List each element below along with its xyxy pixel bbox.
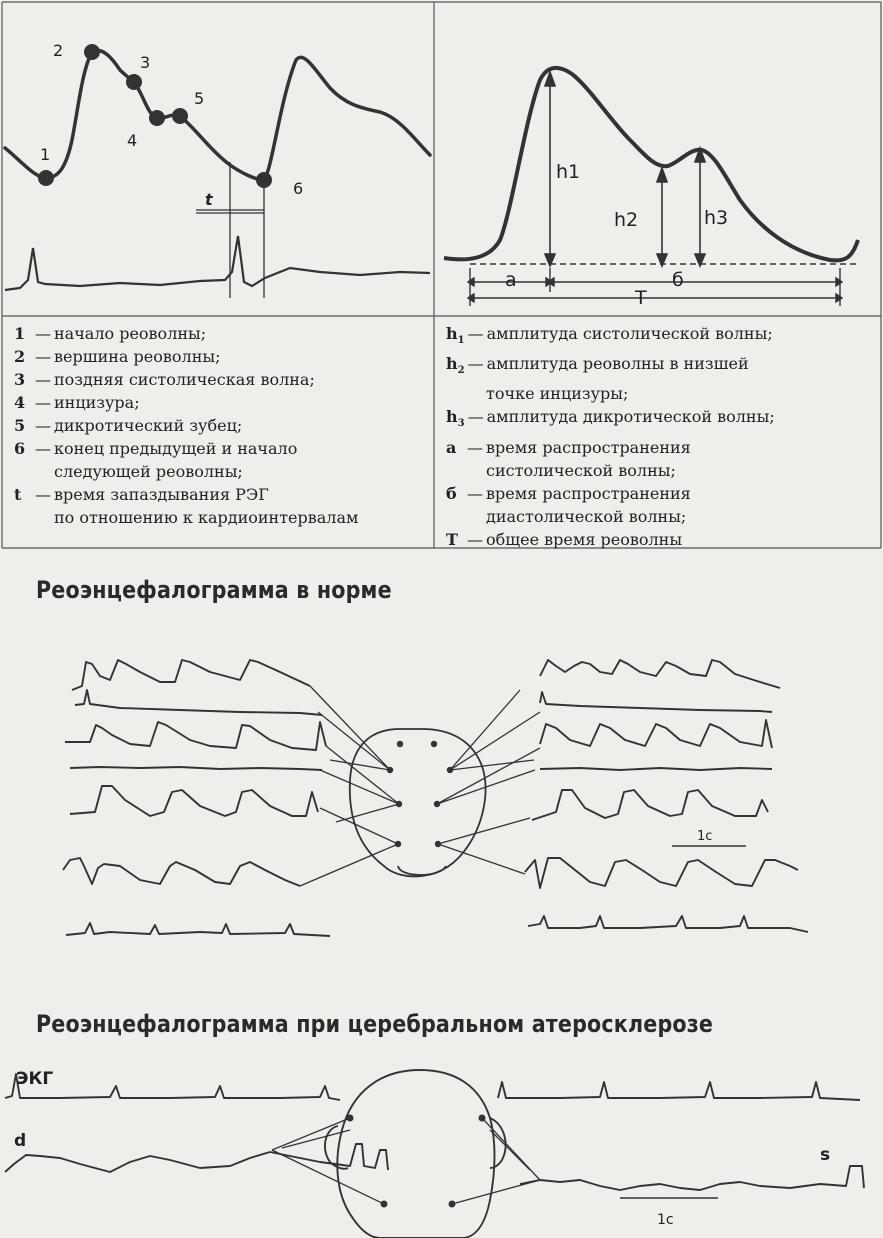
label-6: 6 [293, 179, 303, 198]
reg-left [4, 1143, 389, 1173]
ekg-left [4, 1073, 341, 1101]
ear-left [324, 1125, 349, 1170]
trace-right-5 [531, 789, 769, 821]
legend-left-row: 1—начало реоволны; [14, 324, 207, 343]
time-axes [466, 263, 860, 306]
point-1 [38, 170, 54, 186]
trace-right-6 [524, 857, 799, 889]
sclerosis-traces [4, 1073, 865, 1191]
head-diagram-normal [348, 728, 487, 878]
legend-left-row: 5—дикротический зубец; [14, 416, 243, 435]
ekg-right [497, 1081, 861, 1101]
point-5 [172, 108, 188, 124]
trace-right-2 [539, 691, 773, 713]
legend-right-cont: точке инцизуры; [486, 384, 629, 404]
electrode-leads-normal [299, 685, 541, 887]
legend-left-row: 6—конец предыдущей и начало [14, 439, 298, 458]
legend-right-cont: диастолической волны; [486, 506, 687, 526]
head-outline-normal [348, 728, 487, 878]
label-b: б [672, 269, 684, 291]
reg-right [519, 1165, 865, 1191]
trace-right-4 [539, 767, 773, 771]
heading-normal: Реоэнцефалограмма в норме [36, 576, 392, 604]
legend-left: 1—начало реоволны; 2—вершина реоволны; 3… [14, 322, 429, 529]
normal-reg-traces [62, 659, 809, 937]
legend-left-row: 3—поздняя систолическая волна; [14, 370, 315, 389]
scale-label-sclerosis: 1с [657, 1212, 674, 1228]
s-label: s [820, 1145, 830, 1165]
legend-left-cont: следующей реоволны; [54, 462, 243, 481]
ear-right [489, 1117, 507, 1169]
trace-left-6 [62, 857, 301, 887]
legend-left-cont: по отношению к кардиоинтервалам [54, 508, 359, 527]
label-T: T [634, 287, 647, 309]
trace-left-ecg [65, 922, 331, 937]
label-h1: h1 [556, 161, 580, 183]
amplitude-labels: h1 h2 h3 a б T [505, 161, 728, 309]
electrode-points-normal [386, 740, 454, 848]
electrode-leads-sclerosis [271, 1117, 541, 1205]
legend-left-row: 2—вершина реоволны; [14, 347, 221, 366]
legend-right-row: T—общее время реоволны [446, 529, 683, 549]
table-frame [1, 1, 882, 549]
legend-right-row: h2—амплитуда реоволны в низшей [446, 354, 749, 377]
legend-right-row: а—время распространения [446, 437, 691, 457]
label-3: 3 [140, 53, 150, 72]
reowave-points [38, 44, 272, 188]
trace-left-3 [65, 721, 327, 751]
legend-right: h1—амплитуда систолической волны; h2—амп… [446, 322, 876, 551]
legend-right-row: б—время распространения [446, 483, 691, 503]
point-4 [149, 110, 165, 126]
label-a: a [505, 269, 517, 291]
d-label: d [14, 1131, 26, 1151]
reowave-annotated [3, 48, 432, 182]
amplitude-wave [443, 66, 860, 263]
amplitude-arrows [543, 69, 707, 269]
point-2 [84, 44, 100, 60]
legend-left-row: 4—инцизура; [14, 393, 140, 412]
label-1: 1 [40, 145, 50, 164]
head-outline-sclerosis [336, 1069, 496, 1238]
trace-right-3 [539, 719, 773, 749]
head-diagram-sclerosis [324, 1069, 507, 1238]
point-labels: 1 2 3 4 5 6 t [40, 41, 303, 209]
trace-left-5 [69, 785, 319, 817]
scale-label-normal: 1с [697, 829, 712, 844]
trace-left-1 [71, 659, 311, 691]
trace-right-1 [539, 659, 781, 689]
trace-left-4 [69, 766, 323, 771]
ecg-trace-top [4, 235, 431, 292]
legend-right-row: h1—амплитуда систолической волны; [446, 324, 773, 347]
legend-right-row: h3—амплитуда дикротической волны; [446, 407, 775, 430]
ekg-label: ЭКГ [16, 1069, 53, 1089]
label-4: 4 [127, 131, 137, 150]
legend-left-row: t—время запаздывания РЭГ [14, 485, 269, 504]
label-h2: h2 [614, 209, 638, 231]
reowave-curve [3, 48, 432, 182]
legend-right-cont: систолической волны; [486, 460, 676, 480]
label-5: 5 [194, 89, 204, 108]
electrode-points-sclerosis [346, 1114, 486, 1208]
label-2: 2 [53, 41, 63, 60]
label-h3: h3 [704, 207, 728, 229]
t-measure [196, 162, 265, 298]
label-t: t [205, 190, 214, 209]
trace-right-ecg [527, 915, 809, 933]
heading-sclerosis: Реоэнцефалограмма при церебральном атеро… [36, 1010, 714, 1038]
trace-left-2 [74, 689, 323, 716]
point-3 [126, 74, 142, 90]
